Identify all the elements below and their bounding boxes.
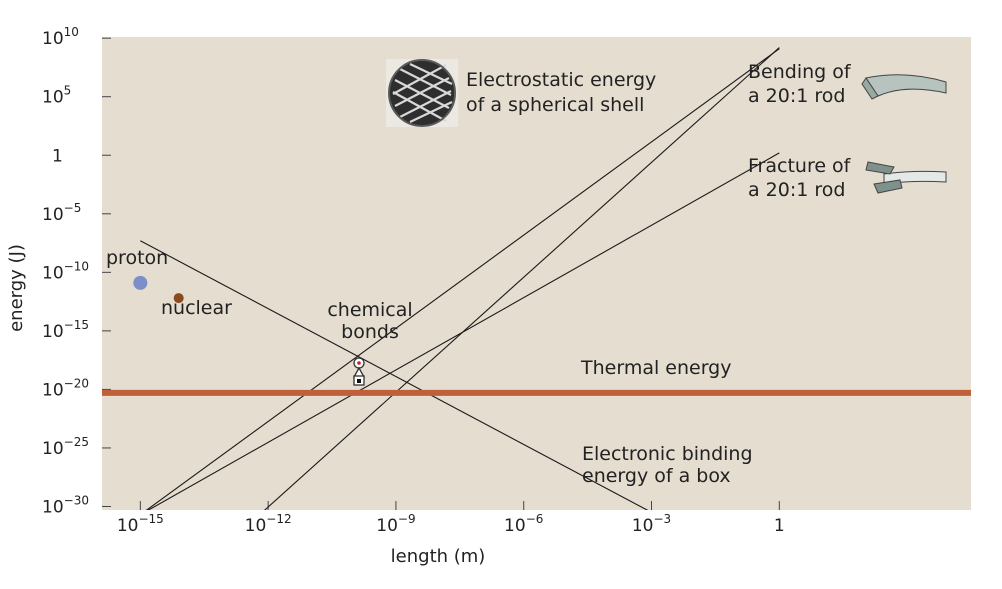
nuclear-label: nuclear [161, 297, 232, 319]
nuclear-point [173, 293, 184, 304]
chemical-bonds-label-line2: bonds [341, 321, 399, 343]
chemical-bond-markers [352, 357, 366, 386]
y-tick-label-7: 10−25 [42, 435, 89, 459]
electronic-binding-label-line1: Electronic binding [582, 443, 753, 465]
x-tick-label-1: 10−12 [245, 512, 292, 536]
points-layer [133, 275, 184, 304]
spherical-shell-image [386, 59, 458, 127]
electrostatic-label-line2: of a spherical shell [466, 94, 644, 116]
y-axis-label: energy (J) [6, 244, 27, 332]
y-tick-label-2: 1 [52, 146, 63, 166]
proton-label: proton [106, 247, 168, 269]
y-tick-label-8: 10−30 [42, 493, 89, 517]
x-tick-label-5: 1 [774, 516, 785, 536]
series-line-electrostatic [145, 48, 780, 510]
x-axis-label: length (m) [391, 546, 486, 567]
x-axis-ticks: 10−15 10−12 10−9 10−6 10−3 1 [117, 501, 785, 536]
bent-rod-image [861, 74, 947, 100]
electrostatic-label-line1: Electrostatic energy [466, 69, 656, 91]
x-tick-label-3: 10−6 [504, 512, 543, 536]
bending-label-line1: Bending of [748, 61, 852, 83]
series-layer [102, 47, 971, 510]
electronic-binding-label-line2: energy of a box [582, 465, 731, 487]
x-tick-label-2: 10−9 [376, 512, 415, 536]
series-line-electronic [140, 240, 649, 510]
y-tick-label-1: 105 [42, 84, 71, 108]
y-axis-ticks: 1010 105 1 10−5 10−10 10−15 10−20 10−25 10−30 [42, 25, 111, 517]
y-tick-label-5: 10−15 [42, 318, 89, 342]
fracture-label-line2: a 20:1 rod [748, 179, 845, 201]
y-tick-label-4: 10−10 [42, 259, 89, 283]
plot-background [102, 37, 971, 510]
bending-label-line2: a 20:1 rod [748, 85, 845, 107]
y-tick-label-3: 10−5 [42, 201, 81, 225]
proton-point [133, 275, 148, 290]
x-tick-label-4: 10−3 [632, 512, 671, 536]
fractured-rod-image [865, 161, 947, 194]
fracture-label-line1: Fracture of [748, 155, 852, 177]
series-line-fracture [147, 152, 780, 510]
y-tick-label-6: 10−20 [42, 376, 89, 400]
x-tick-label-0: 10−15 [117, 512, 164, 536]
chemical-bonds-label-line1: chemical [327, 299, 412, 321]
y-tick-label-0: 1010 [42, 25, 79, 49]
series-line-bending [263, 47, 780, 510]
thermal-energy-label: Thermal energy [580, 357, 732, 379]
